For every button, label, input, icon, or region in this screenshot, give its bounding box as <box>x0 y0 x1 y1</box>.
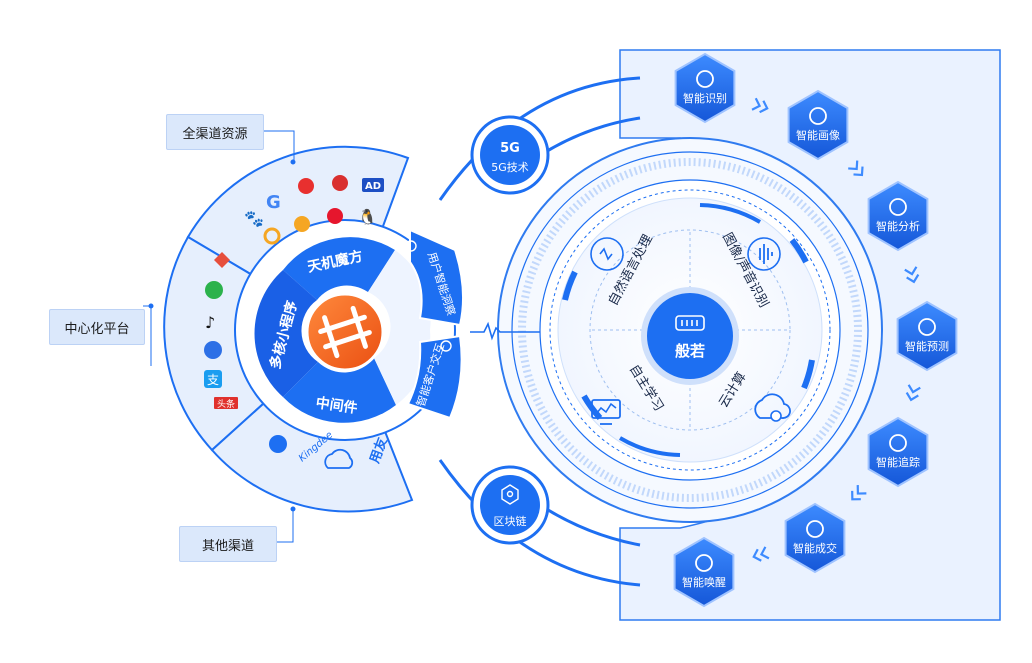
fiveg-logo: 5G <box>500 141 520 156</box>
tiktok-icon: ♪ <box>205 313 215 332</box>
handshake-icon <box>806 520 824 538</box>
flow-arrow <box>905 384 921 402</box>
paper-plane-icon <box>269 435 287 453</box>
central-platform-label: 中心化平台 <box>49 309 145 345</box>
flow-node-5: 智能追踪 <box>867 416 929 488</box>
weibo-icon <box>327 208 343 224</box>
flow-node-label: 智能分析 <box>876 219 920 233</box>
flow-node-hex <box>673 536 735 608</box>
other-channels-label: 其他渠道 <box>179 526 277 562</box>
flow-node-label: 智能追踪 <box>876 455 920 469</box>
qq-icon: 🐧 <box>358 208 377 226</box>
nlp-icon <box>590 237 624 271</box>
cloud-icon <box>324 448 354 469</box>
core-center-label: 般若 <box>675 342 705 360</box>
label-connectors <box>143 130 296 543</box>
flow-node-4: 智能预测 <box>896 300 958 372</box>
alipay-icon <box>204 370 222 388</box>
core-center: 般若 <box>641 287 739 385</box>
pulse-line <box>470 321 540 341</box>
flow-node-6: 智能成交 <box>784 502 846 574</box>
blockchain-label: 区块链 <box>494 514 527 528</box>
google-icon: G <box>266 192 281 213</box>
flow-arrow <box>751 97 769 114</box>
360-icon <box>263 227 281 245</box>
toutiao-icon <box>214 397 238 409</box>
flow-node-7: 智能唤醒 <box>673 536 735 608</box>
ad-badge-label: AD <box>365 181 381 192</box>
user-profile-icon <box>809 107 827 125</box>
blockchain-icon <box>501 484 519 505</box>
flow-arrow <box>848 160 864 177</box>
barcode-icon <box>675 315 705 331</box>
face-scan-icon <box>696 70 714 88</box>
toutiao-label: 头条 <box>217 398 235 410</box>
all-channels-label: 全渠道资源 <box>166 114 264 150</box>
flow-arrow <box>904 266 920 284</box>
analysis-chart-icon <box>889 198 907 216</box>
user-search-icon <box>405 240 417 252</box>
sogou-icon <box>294 216 310 232</box>
flow-node-label: 智能画像 <box>796 128 840 142</box>
flow-arrows <box>751 97 921 562</box>
infinity-icon <box>204 341 222 359</box>
flow-node-hex <box>867 180 929 252</box>
user-insight-connector: 用户智能洞察 <box>409 228 464 327</box>
app-diamond-icon <box>214 252 230 268</box>
flow-node-hex <box>784 502 846 574</box>
flow-node-hex <box>867 416 929 488</box>
prediction-icon <box>918 318 936 336</box>
flow-node-label: 智能成交 <box>793 541 837 555</box>
flow-arrow <box>851 485 867 501</box>
all-channels-icons: 🐾 G AD 🐧 <box>244 175 384 245</box>
flow-node-3: 智能分析 <box>867 180 929 252</box>
flow-node-2: 智能画像 <box>787 89 849 161</box>
blockchain-badge: 区块链 <box>470 465 550 545</box>
inner-bands <box>254 237 431 423</box>
central-platform-icons: ♪ 支 头条 <box>204 252 238 410</box>
flow-node-1: 智能识别 <box>674 52 736 124</box>
flow-node-hex <box>896 300 958 372</box>
lightbulb-icon <box>695 554 713 572</box>
alipay-glyph: 支 <box>207 373 219 387</box>
customer-interaction-connector: 智能客户交互 <box>406 334 463 420</box>
target-tracking-icon <box>889 434 907 452</box>
brand-logo <box>305 292 385 372</box>
cloud-settings-icon <box>754 393 791 422</box>
ad-badge-icon <box>362 178 384 192</box>
middleware-label: 中间件 <box>315 394 359 417</box>
fiveg-label: 5G技术 <box>491 161 529 174</box>
flow-node-hex <box>674 52 736 124</box>
wechat-icon <box>205 281 223 299</box>
fiveg-badge: 5G 5G技术 <box>470 115 550 195</box>
flow-node-label: 智能唤醒 <box>682 575 726 589</box>
netease-icon <box>332 175 348 191</box>
flow-node-hex <box>787 89 849 161</box>
chat-icon <box>440 340 452 352</box>
flow-node-label: 智能预测 <box>905 339 949 353</box>
baidu-icon: 🐾 <box>244 209 264 228</box>
voice-recognition-icon <box>747 237 781 271</box>
flow-node-label: 智能识别 <box>683 91 727 105</box>
flow-arrow <box>752 546 770 562</box>
monitor-chart-icon <box>591 399 621 425</box>
weibo-alt-icon <box>298 178 314 194</box>
